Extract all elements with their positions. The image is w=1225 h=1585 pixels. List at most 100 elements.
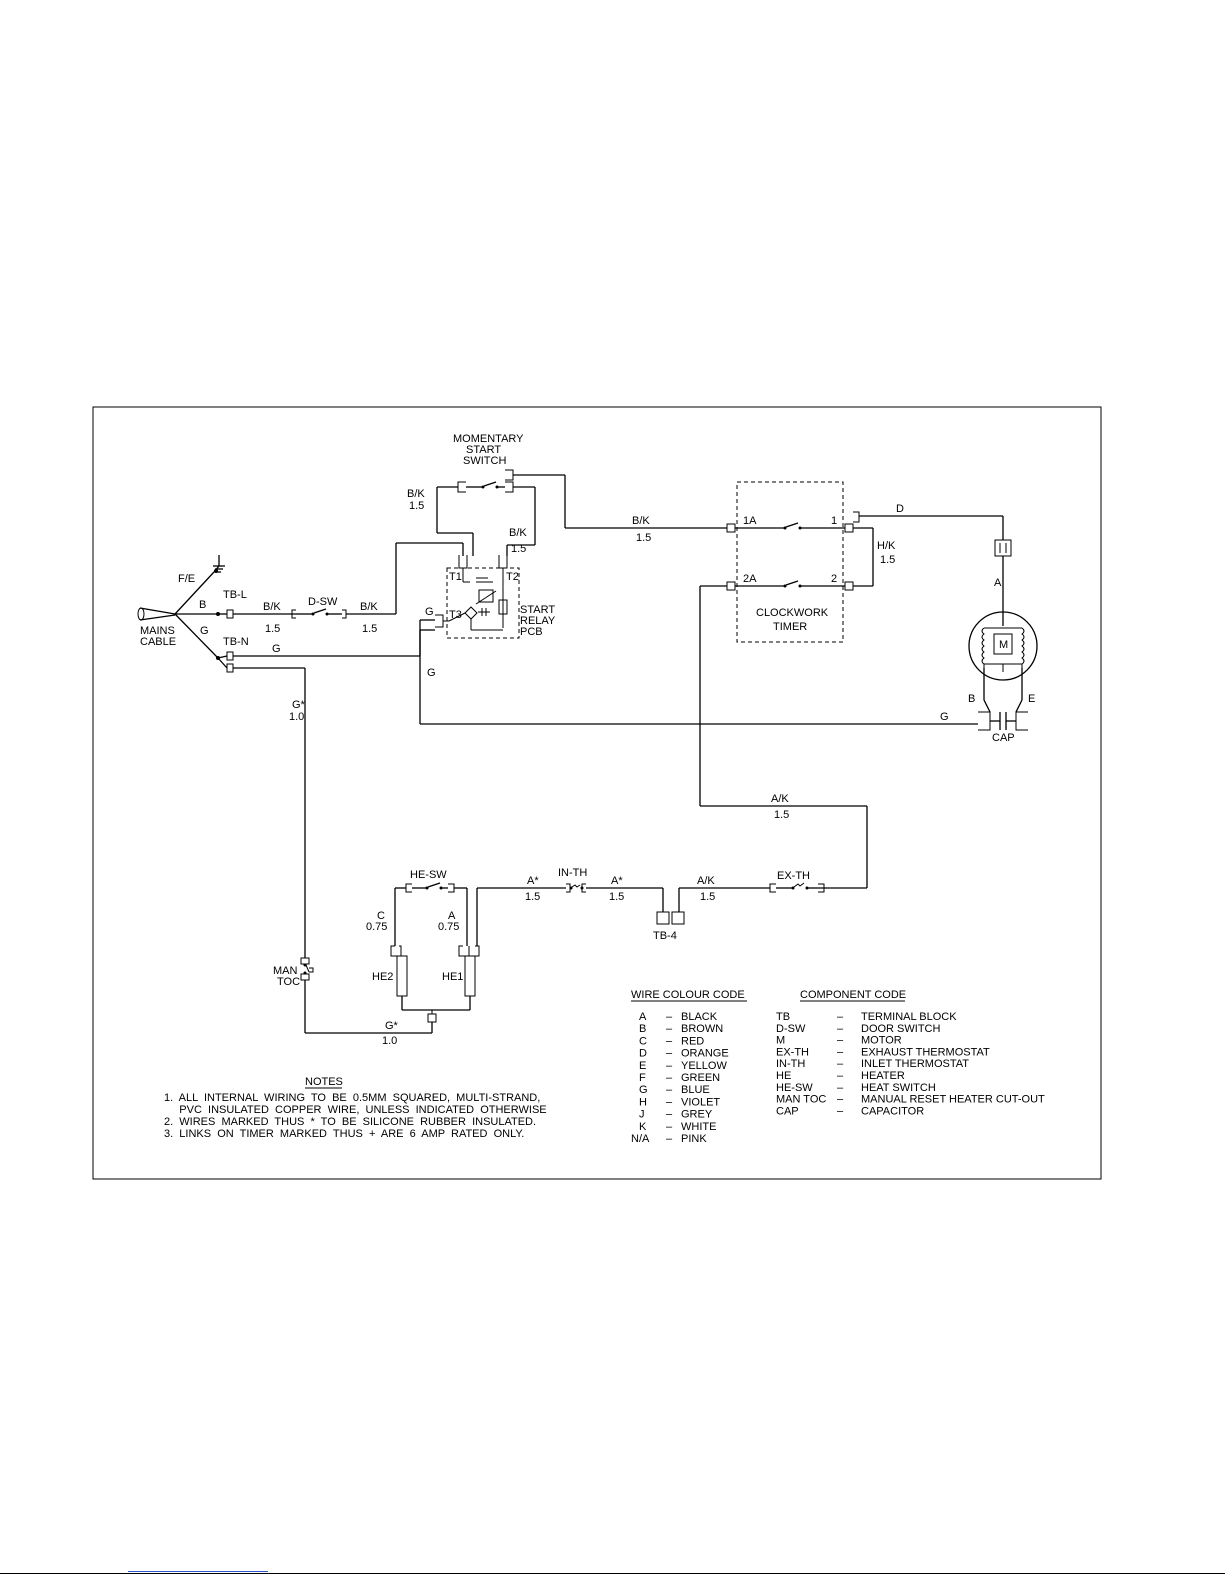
label-bk-5: B/K [632,515,650,527]
component-code-dash: – [837,1046,844,1058]
exhaust-thermostat [769,882,825,893]
diagram-frame [92,406,1102,1180]
component-code-abbrev: CAP [776,1105,799,1117]
component-code-abbrev: MAN TOC [776,1094,826,1106]
label-15-3: 1.5 [409,500,424,512]
label-hesw: HE-SW [410,869,447,881]
component-code-name: CAPACITOR [861,1105,924,1117]
wire-code-colour: GREEN [681,1072,720,1084]
wire-code-letter: G [639,1084,648,1096]
component-code-dash: – [837,1070,844,1082]
heater-common-terminal [427,1010,437,1023]
label-15-4: 1.5 [511,543,526,555]
component-code-table: COMPONENT CODE TB–TERMINAL BLOCKD-SW–DOO… [776,989,1045,1117]
terminal-tbn [217,651,234,673]
label-mains-1: MAINS [140,625,175,637]
component-code-dash: – [837,1011,844,1023]
label-exth: EX-TH [777,870,810,882]
notes-line-1: 1. ALL INTERNAL WIRING TO BE 0.5MM SQUAR… [164,1092,540,1104]
notes-line-3: 2. WIRES MARKED THUS * TO BE SILICONE RU… [164,1116,536,1128]
component-code-dash: – [837,1082,844,1094]
label-mains-2: CABLE [140,636,176,648]
clockwork-timer [726,481,860,643]
label-astar-1: A* [527,875,539,887]
label-g-tbn: G [272,643,281,655]
label-15-8: 1.5 [700,891,715,903]
label-ak-2: A/K [697,875,715,887]
label-momentary-2: START [466,444,501,456]
wire-code-dash: – [666,1048,673,1060]
wire-code-colour: BROWN [681,1023,723,1035]
wire-code-letter: N/A [631,1133,650,1145]
label-start-3: PCB [520,626,543,638]
component-code-name: HEATER [861,1070,905,1082]
footer-link-underline [128,1571,268,1572]
wire-code-letter: H [639,1096,647,1108]
notes-title: NOTES [305,1076,343,1088]
component-code-abbrev: EX-TH [776,1046,809,1058]
wire-code-colour: BLUE [681,1084,710,1096]
wire-code-colour: BLACK [681,1011,718,1023]
label-15-7: 1.5 [774,809,789,821]
wire-code-letter: F [639,1072,646,1084]
label-g-cap: G [940,711,949,723]
label-c: C [377,910,385,922]
wire-code-dash: – [666,1133,673,1145]
component-code-dash: – [837,1058,844,1070]
wire-code-letter: D [639,1048,647,1060]
component-code-abbrev: D-SW [776,1023,806,1035]
label-bk-3: B/K [407,488,425,500]
component-code-name: MANUAL RESET HEATER CUT-OUT [861,1094,1045,1106]
label-tbn: TB-N [223,636,249,648]
wire-code-letter: E [639,1060,646,1072]
label-m: M [999,639,1008,651]
component-code-abbrev: IN-TH [776,1058,805,1070]
heater-he2 [390,945,408,1010]
label-clock-1: CLOCKWORK [756,607,829,619]
label-15-9: 1.5 [609,891,624,903]
wire-code-colour: WHITE [681,1121,716,1133]
component-code-dash: – [837,1105,844,1117]
motor [968,611,1038,681]
start-relay-pcb [435,555,520,639]
terminal-tbl [218,609,234,619]
component-code-abbrev: HE-SW [776,1082,813,1094]
wire-code-dash: – [666,1096,673,1108]
label-t2: T2 [506,571,519,583]
label-10-1: 1.0 [289,711,304,723]
component-code-abbrev: TB [776,1011,790,1023]
label-g-relay: G [425,606,434,618]
label-15-6: 1.5 [880,554,895,566]
label-e: E [1028,693,1035,705]
label-bk-1: B/K [263,601,281,613]
component-code-name: HEAT SWITCH [861,1082,936,1094]
label-tim-1a: 1A [743,515,757,527]
label-hk: H/K [877,540,896,552]
manual-reset-cutout [300,957,314,981]
label-075-1: 0.75 [366,921,387,933]
wire-code-colour: PINK [681,1133,707,1145]
label-tim-2a: 2A [743,573,757,585]
label-inth: IN-TH [558,867,587,879]
label-astar-2: A* [611,875,623,887]
component-code-title: COMPONENT CODE [800,989,906,1001]
door-switch [291,608,347,619]
label-g-mains: G [200,625,209,637]
label-15-10: 1.5 [525,891,540,903]
wire-colour-code-title: WIRE COLOUR CODE [631,989,745,1001]
wire-code-colour: YELLOW [681,1060,727,1072]
label-he1: HE1 [442,971,463,983]
wire-code-dash: – [666,1023,673,1035]
footer-rule [0,1573,1225,1574]
label-tb4: TB-4 [653,930,677,942]
label-tim-1: 1 [831,515,837,527]
wire-code-dash: – [666,1121,673,1133]
wire-code-dash: – [666,1109,673,1121]
label-t3: T3 [449,609,462,621]
notes-block: NOTES 1. ALL INTERNAL WIRING TO BE 0.5MM… [164,1076,547,1140]
label-ak-1: A/K [771,793,789,805]
motor-connector [994,539,1012,557]
wire-code-dash: – [666,1060,673,1072]
wire-code-colour: GREY [681,1109,713,1121]
